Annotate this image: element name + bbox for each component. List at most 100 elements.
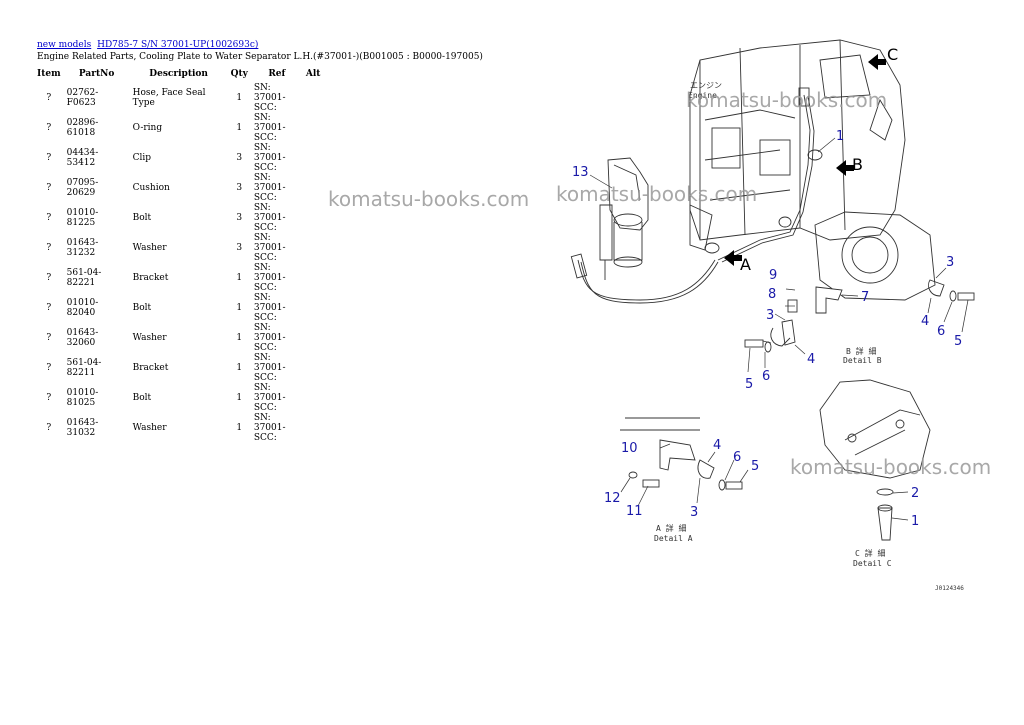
table-header-row: Item PartNo Description Qty Ref Alt — [34, 64, 323, 83]
callout-b2-3: 3 — [946, 255, 954, 270]
header-alt: Alt — [305, 68, 321, 79]
cell-alt — [303, 353, 324, 383]
callout-a: A — [740, 255, 751, 274]
cell-desc: Clip — [132, 153, 152, 163]
cell-part: 01643-32060 — [66, 328, 99, 348]
cell-part: 01643-31232 — [66, 238, 99, 258]
cell-qty: 1 — [236, 303, 243, 313]
cell-item: ? — [46, 213, 52, 223]
cell-desc: O-ring — [132, 123, 163, 133]
cell-item: ? — [46, 153, 52, 163]
header-qty: Qty — [230, 68, 248, 79]
arrow-b-icon — [836, 160, 854, 176]
cell-desc: Bracket — [132, 363, 169, 373]
callout-b-7: 7 — [861, 290, 869, 305]
cell-part: 04434-53412 — [66, 148, 99, 168]
arrow-a-icon — [724, 250, 742, 266]
detail-b-label-jp: B 詳 細 — [846, 346, 876, 356]
cell-item: ? — [46, 303, 52, 313]
table-row: ? 01643-32060 Washer 1 SN: 37001-SCC: — [34, 323, 323, 353]
cell-alt — [303, 173, 324, 203]
cell-ref: SN: 37001-SCC: — [253, 83, 286, 113]
callout-b: B — [852, 155, 863, 174]
cell-alt — [303, 323, 324, 353]
breadcrumb: new models HD785-7 S/N 37001-UP(1002693c… — [37, 40, 261, 50]
cell-part: 561-04-82221 — [66, 268, 102, 288]
callout-a-6: 6 — [733, 450, 741, 465]
callout-b2-5: 5 — [954, 334, 962, 349]
watermark: komatsu-books.com — [556, 182, 758, 206]
cell-part: 561-04-82211 — [66, 358, 102, 378]
cell-desc: Bolt — [132, 303, 152, 313]
cell-ref: SN: 37001-SCC: — [253, 233, 286, 263]
cell-qty: 3 — [236, 153, 243, 163]
header-ref: Ref — [268, 68, 286, 79]
cell-item: ? — [46, 333, 52, 343]
cell-qty: 1 — [236, 333, 243, 343]
cell-desc: Bracket — [132, 273, 169, 283]
cell-qty: 1 — [236, 123, 243, 133]
cell-qty: 3 — [236, 213, 243, 223]
table-row: ? 04434-53412 Clip 3 SN: 37001-SCC: — [34, 143, 323, 173]
watermark: komatsu-books.com — [328, 187, 530, 211]
cell-alt — [303, 83, 324, 113]
breadcrumb-model-link[interactable]: HD785-7 S/N 37001-UP(1002693c) — [97, 40, 259, 50]
cell-alt — [303, 293, 324, 323]
cell-item: ? — [46, 93, 52, 103]
cell-ref: SN: 37001-SCC: — [253, 293, 286, 323]
breadcrumb-new-models-link[interactable]: new models — [37, 40, 92, 50]
cell-alt — [303, 203, 324, 233]
callout-b2-6: 6 — [937, 324, 945, 339]
cell-item: ? — [46, 273, 52, 283]
callout-b-9: 9 — [769, 268, 777, 283]
cell-part: 01010-82040 — [66, 298, 99, 318]
detail-b-label-en: Detail B — [843, 356, 882, 365]
arrow-c-icon — [868, 54, 886, 70]
cell-ref: SN: 37001-SCC: — [253, 383, 286, 413]
cell-qty: 3 — [236, 183, 243, 193]
cell-ref: SN: 37001-SCC: — [253, 323, 286, 353]
cell-ref: SN: 37001-SCC: — [253, 263, 286, 293]
cell-item: ? — [46, 123, 52, 133]
cell-ref: SN: 37001-SCC: — [253, 113, 286, 143]
callout-b-5: 5 — [745, 377, 753, 392]
watermark: komatsu-books.com — [790, 455, 992, 479]
cell-desc: Washer — [132, 423, 167, 433]
detail-c-label-en: Detail C — [853, 559, 892, 568]
cell-qty: 3 — [236, 243, 243, 253]
table-row: ? 561-04-82221 Bracket 1 SN: 37001-SCC: — [34, 263, 323, 293]
callout-c-1: 1 — [911, 514, 919, 529]
cell-ref: SN: 37001-SCC: — [253, 143, 286, 173]
callout-c: C — [887, 45, 898, 64]
cell-item: ? — [46, 423, 52, 433]
cell-qty: 1 — [236, 93, 243, 103]
header-partno: PartNo — [78, 68, 115, 79]
callout-c-2: 2 — [911, 486, 919, 501]
callout-b-3: 3 — [766, 308, 774, 323]
cell-desc: Cushion — [132, 183, 170, 193]
cell-item: ? — [46, 393, 52, 403]
callout-b-4: 4 — [807, 352, 815, 367]
cell-ref: SN: 37001-SCC: — [253, 413, 286, 443]
page-title: Engine Related Parts, Cooling Plate to W… — [37, 52, 483, 62]
callout-a-11: 11 — [626, 504, 643, 519]
cell-qty: 1 — [236, 273, 243, 283]
cell-ref: SN: 37001-SCC: — [253, 203, 286, 233]
cell-qty: 1 — [236, 423, 243, 433]
cell-ref: SN: 37001-SCC: — [253, 173, 286, 203]
header-description: Description — [149, 68, 208, 79]
cell-alt — [303, 413, 324, 443]
cell-qty: 1 — [236, 393, 243, 403]
cell-desc: Hose, Face Seal Type — [132, 88, 206, 108]
cell-part: 02762-F0623 — [66, 88, 99, 108]
table-row: ? 01010-82040 Bolt 1 SN: 37001-SCC: — [34, 293, 323, 323]
cell-desc: Washer — [132, 333, 167, 343]
cell-desc: Bolt — [132, 213, 152, 223]
